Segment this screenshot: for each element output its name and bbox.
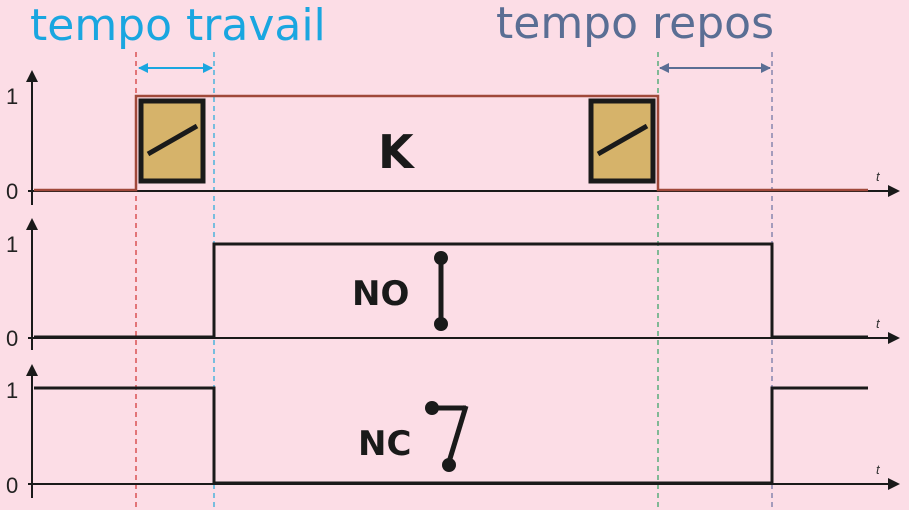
no-name-label: NO xyxy=(352,274,409,314)
no-time-label: t xyxy=(876,316,881,331)
nc-panel: 1 0 t NC xyxy=(6,364,900,498)
nc-low-label: 0 xyxy=(6,473,18,498)
no-signal xyxy=(34,242,868,339)
work-time-title: tempo travail xyxy=(30,0,326,51)
coil-name-label: K xyxy=(378,125,416,179)
coil-time-label: t xyxy=(876,169,881,184)
normally-closed-contact-icon xyxy=(425,401,469,472)
coil-symbol-icon-left xyxy=(138,98,206,184)
coil-panel: 1 0 t K xyxy=(6,70,900,205)
no-low-label: 0 xyxy=(6,326,18,351)
normally-open-contact-icon xyxy=(434,251,448,331)
coil-low-label: 0 xyxy=(6,179,18,204)
no-panel: 1 0 t NO xyxy=(6,218,900,351)
nc-high-label: 1 xyxy=(6,378,18,403)
coil-signal xyxy=(34,94,868,192)
nc-name-label: NC xyxy=(358,424,411,464)
rest-time-title: tempo repos xyxy=(496,0,774,49)
nc-time-label: t xyxy=(876,462,881,477)
no-high-label: 1 xyxy=(6,232,18,257)
coil-high-label: 1 xyxy=(6,84,18,109)
nc-signal xyxy=(34,386,868,485)
coil-symbol-icon-right xyxy=(588,98,656,184)
